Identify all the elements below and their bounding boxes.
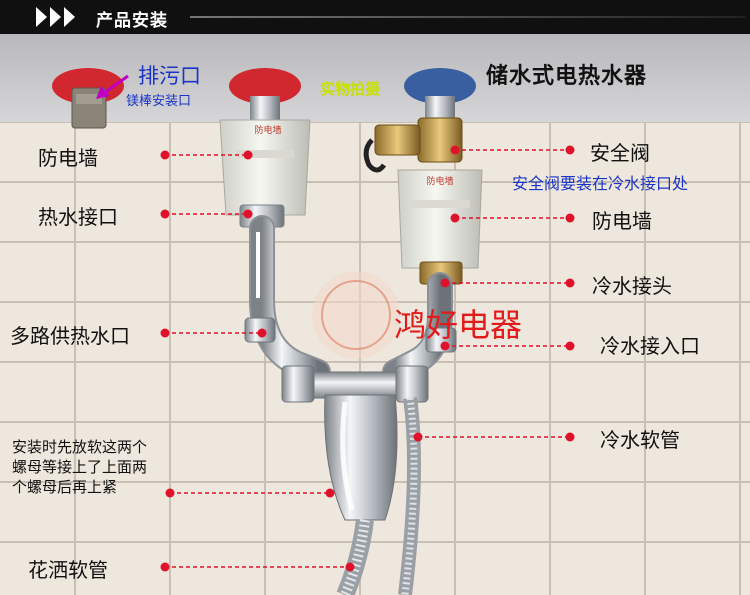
safety-valve-arm	[374, 124, 421, 156]
header-bar: 产品安装	[0, 0, 750, 34]
marker-dots	[160, 145, 575, 572]
svg-text:防电墙: 防电墙	[254, 124, 281, 136]
brand-watermark: 鸿好电器	[394, 306, 523, 344]
cold-inlet-ring	[404, 68, 476, 104]
label-drain: 排污口	[138, 64, 201, 88]
brand-logo	[312, 271, 400, 359]
left-union-nut	[281, 365, 315, 403]
right-union-nut	[395, 365, 429, 403]
label-multi-outlet: 多路供热水口	[10, 324, 130, 348]
cold-water-hose	[398, 397, 421, 595]
anti-electric-wall-right	[397, 169, 483, 269]
label-cold-water-joint: 冷水接头	[592, 274, 672, 298]
label-safety-valve-note: 安全阀要装在冷水接口处	[512, 174, 689, 193]
chevron-right-icon	[36, 7, 47, 27]
header-rule	[190, 16, 745, 18]
label-cold-water-inlet: 冷水接入口	[600, 334, 700, 358]
anti-electric-wall-left	[219, 119, 311, 216]
hot-outlet-ring	[229, 68, 301, 104]
chevron-right-icon	[64, 7, 75, 27]
label-anti-electric-wall-left: 防电墙	[38, 146, 98, 170]
header-title: 产品安装	[96, 11, 168, 31]
label-cold-water-hose: 冷水软管	[600, 428, 680, 452]
label-drain-sub: 镁棒安装口	[126, 94, 192, 109]
label-anti-electric-wall-right: 防电墙	[592, 209, 652, 233]
safety-valve-lever	[363, 138, 387, 173]
photo-note: 实物拍摄	[320, 80, 381, 98]
label-safety-valve: 安全阀	[590, 141, 650, 165]
label-hot-water-port: 热水接口	[38, 205, 118, 229]
safety-valve-body	[417, 117, 463, 163]
hot-outlet-fitting	[250, 96, 280, 120]
label-shower-hose: 花洒软管	[28, 558, 108, 582]
svg-text:防电墙: 防电墙	[426, 175, 453, 187]
label-install-note: 安装时先放软这两个螺母等接上了上面两个螺母后再上紧	[12, 438, 148, 496]
product-title: 储水式电热水器	[486, 64, 648, 89]
chevron-right-icon	[50, 7, 61, 27]
leader-lines	[165, 149, 570, 568]
